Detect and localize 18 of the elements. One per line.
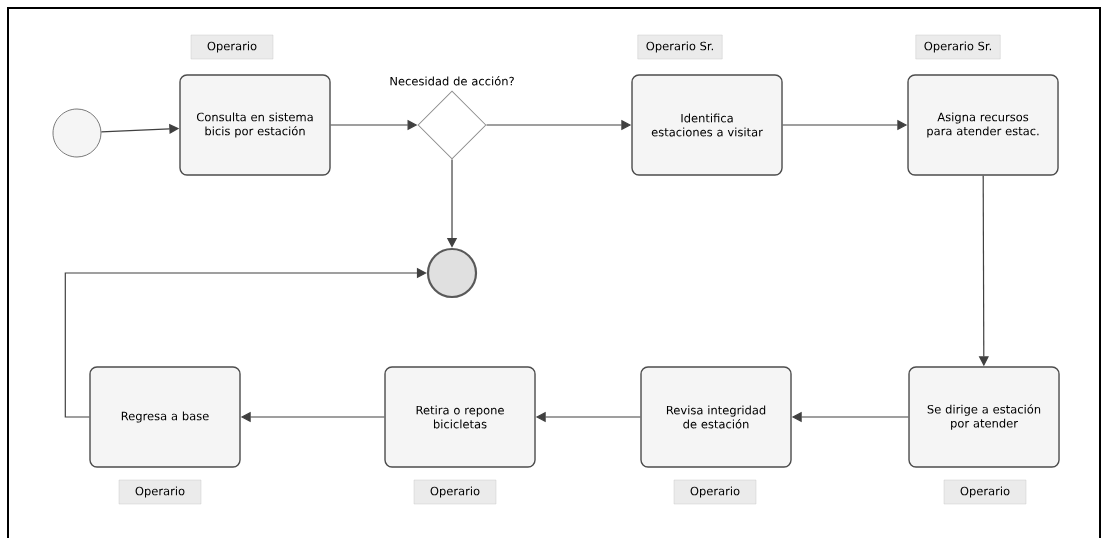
- role-tag: Operario: [190, 34, 274, 60]
- role-tag: Operario: [118, 479, 202, 505]
- node-label: Necesidad de acción?: [390, 76, 514, 86]
- task-box: Identifica estaciones a visitar: [631, 74, 783, 176]
- role-tag: Operario: [413, 479, 497, 505]
- task-box: Revisa integridad de estación: [640, 366, 792, 468]
- task-box: Asigna recursos para atender estac.: [907, 74, 1059, 176]
- end-circle: [426, 247, 478, 299]
- role-tag: Operario Sr.: [637, 34, 723, 60]
- role-tag: Operario: [943, 479, 1027, 505]
- task-box: Consulta en sistema bicis por estación: [179, 74, 331, 176]
- task-box: Regresa a base: [89, 366, 241, 468]
- role-tag: Operario Sr.: [915, 34, 1001, 60]
- arrow: [64, 267, 427, 418]
- task-box: Retira o repone bicicletas: [384, 366, 536, 468]
- task-box: Se dirige a estación por atender: [908, 366, 1060, 468]
- start-circle: [52, 108, 102, 158]
- role-tag: Operario: [673, 479, 757, 505]
